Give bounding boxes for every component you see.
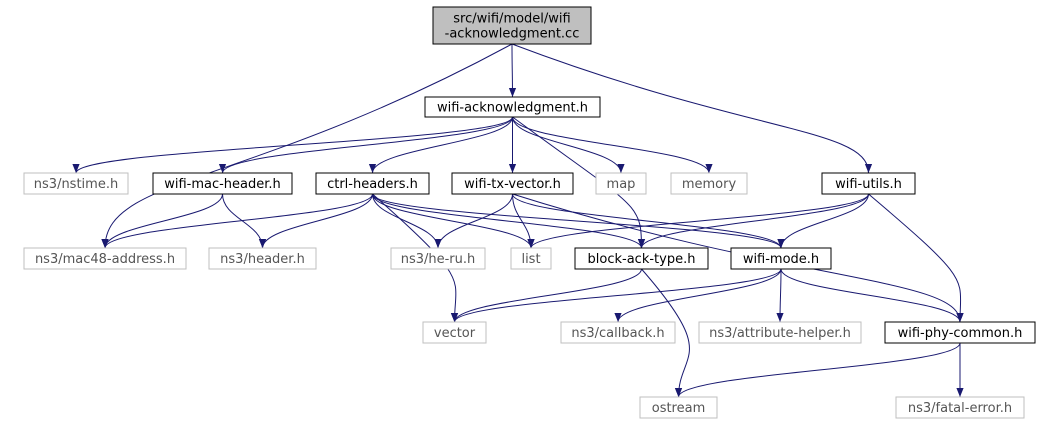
node-box — [884, 321, 1036, 344]
node-label: ns3/mac48-address.h — [35, 252, 175, 267]
edge-wifi-tx-vector-to-wifi-phy-common — [512, 193, 964, 323]
node-label: ostream — [652, 401, 706, 416]
edge-wifi-tx-vector-to-list — [512, 193, 535, 249]
node-box — [432, 6, 592, 45]
edge-wifi-ack-h-to-ctrl-headers — [368, 116, 513, 174]
node-vector: vector — [422, 321, 487, 344]
node-label: wifi-utils.h — [835, 177, 902, 192]
node-fatal-error: ns3/fatal-error.h — [895, 396, 1025, 419]
node-box — [560, 321, 676, 344]
edge-wifi-ack-h-to-block-ack-type — [512, 116, 646, 249]
edge-wifi-mode-to-vector — [451, 268, 782, 323]
edge-wifi-mode-to-attribute-helper — [776, 268, 784, 323]
node-label: wifi-mac-header.h — [164, 177, 281, 192]
node-block-ack-type[interactable]: block-ack-type.h — [574, 247, 709, 270]
node-box — [895, 396, 1025, 419]
node-box — [574, 247, 709, 270]
edge-wifi-tx-vector-to-he-ru — [434, 193, 513, 249]
node-memory: memory — [670, 172, 748, 195]
dependency-edges — [72, 43, 964, 398]
edge-root-to-wifi-ack-h — [508, 43, 517, 98]
node-box — [730, 247, 832, 270]
node-label: ns3/nstime.h — [34, 177, 118, 192]
node-wifi-phy-common[interactable]: wifi-phy-common.h — [884, 321, 1036, 344]
node-label: src/wifi/model/wifi — [453, 12, 570, 27]
edge-ctrl-headers-to-header — [258, 193, 373, 249]
node-wifi-tx-vector[interactable]: wifi-tx-vector.h — [451, 172, 574, 195]
edge-wifi-ack-h-to-memory — [512, 116, 713, 174]
node-box — [152, 172, 293, 195]
node-attribute-helper: ns3/attribute-helper.h — [698, 321, 862, 344]
node-box — [510, 247, 552, 270]
edge-wifi-utils-to-wifi-phy-common — [868, 193, 964, 323]
node-box — [670, 172, 748, 195]
node-box — [315, 172, 430, 195]
node-box — [639, 396, 718, 419]
node-label: block-ack-type.h — [588, 252, 696, 267]
node-label: ns3/fatal-error.h — [908, 401, 1012, 416]
node-map: map — [595, 172, 647, 195]
node-box — [208, 247, 317, 270]
edge-block-ack-type-to-ostream — [641, 268, 690, 398]
node-box — [390, 247, 486, 270]
edge-wifi-utils-to-list — [527, 193, 869, 249]
node-label: vector — [434, 326, 476, 341]
node-label: list — [521, 252, 540, 267]
edge-wifi-mac-header-to-mac48 — [101, 193, 223, 249]
node-root[interactable]: src/wifi/model/wifi-acknowledgment.cc — [432, 6, 592, 45]
node-label: ns3/callback.h — [571, 326, 664, 341]
node-label: memory — [682, 177, 737, 192]
node-label: wifi-mode.h — [743, 252, 819, 267]
node-label: map — [607, 177, 636, 192]
edge-wifi-phy-common-to-ostream — [675, 342, 961, 398]
node-nstime: ns3/nstime.h — [23, 172, 129, 195]
node-wifi-ack-h[interactable]: wifi-acknowledgment.h — [424, 96, 601, 118]
edge-ctrl-headers-to-block-ack-type — [372, 193, 646, 249]
node-callback: ns3/callback.h — [560, 321, 676, 344]
node-box — [422, 321, 487, 344]
node-label: -acknowledgment.cc — [445, 27, 580, 42]
edge-wifi-utils-to-block-ack-type — [637, 193, 869, 249]
node-label: wifi-tx-vector.h — [464, 177, 561, 192]
edge-root-to-mac48 — [101, 43, 513, 249]
dependency-nodes: src/wifi/model/wifi-acknowledgment.cc wif… — [23, 6, 1036, 419]
edge-root-to-wifi-utils — [511, 43, 873, 174]
edge-wifi-mode-to-wifi-phy-common — [780, 268, 964, 323]
node-label: wifi-acknowledgment.h — [437, 101, 588, 116]
edge-wifi-tx-vector-to-wifi-mode — [512, 193, 785, 249]
edge-ctrl-headers-to-list — [372, 193, 535, 249]
edge-ctrl-headers-to-vector — [372, 193, 459, 323]
edge-wifi-ack-h-to-wifi-mac-header — [219, 116, 513, 174]
node-label: ns3/he-ru.h — [401, 252, 476, 267]
node-list: list — [510, 247, 552, 270]
edge-wifi-ack-h-to-map — [512, 116, 625, 174]
node-he-ru: ns3/he-ru.h — [390, 247, 486, 270]
node-box — [595, 172, 647, 195]
node-box — [821, 172, 916, 195]
node-box — [23, 247, 187, 270]
node-mac48: ns3/mac48-address.h — [23, 247, 187, 270]
node-label: ns3/attribute-helper.h — [709, 326, 851, 341]
node-wifi-utils[interactable]: wifi-utils.h — [821, 172, 916, 195]
node-wifi-mac-header[interactable]: wifi-mac-header.h — [152, 172, 293, 195]
node-label: wifi-phy-common.h — [898, 326, 1023, 341]
node-ostream: ostream — [639, 396, 718, 419]
node-wifi-mode[interactable]: wifi-mode.h — [730, 247, 832, 270]
node-box — [23, 172, 129, 195]
edge-block-ack-type-to-vector — [450, 268, 642, 323]
edge-wifi-ack-h-to-nstime — [72, 116, 513, 174]
node-box — [698, 321, 862, 344]
node-header: ns3/header.h — [208, 247, 317, 270]
node-label: ns3/header.h — [220, 252, 305, 267]
edge-ctrl-headers-to-wifi-mode — [372, 193, 785, 249]
edge-ctrl-headers-to-mac48 — [101, 193, 373, 249]
node-box — [424, 96, 601, 118]
node-box — [451, 172, 574, 195]
edge-wifi-mode-to-callback — [614, 268, 782, 323]
edge-wifi-utils-to-wifi-mode — [777, 193, 869, 249]
node-label: ctrl-headers.h — [327, 177, 418, 192]
node-ctrl-headers[interactable]: ctrl-headers.h — [315, 172, 430, 195]
